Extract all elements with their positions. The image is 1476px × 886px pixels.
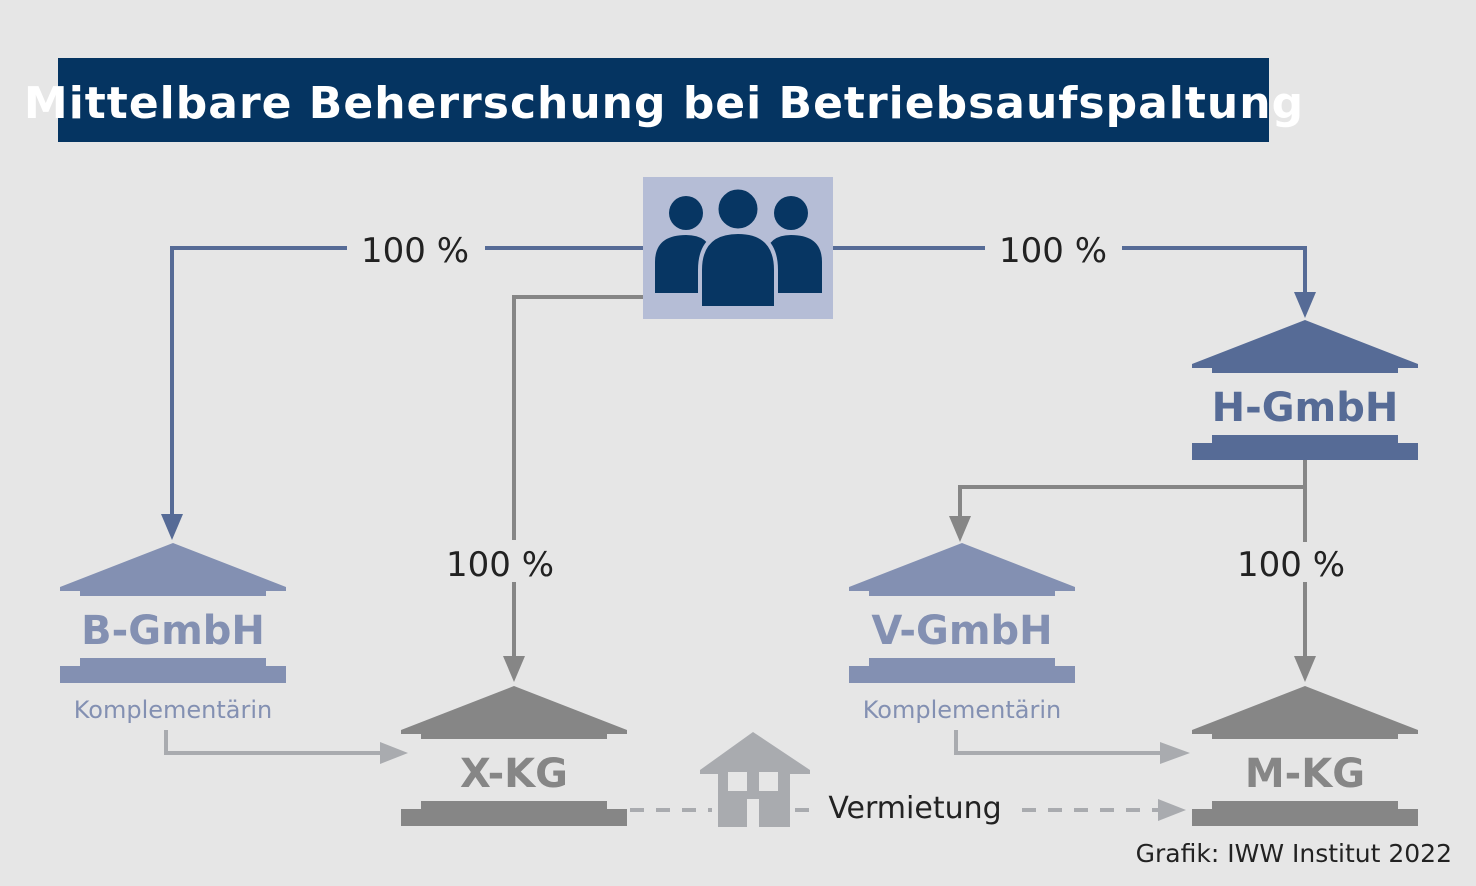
- percent-label-x-kg: 100 %: [446, 545, 554, 585]
- ownership-line-x-kg: [512, 295, 643, 662]
- company-name: M-KG: [1245, 751, 1365, 797]
- company-h-gmbh: H-GmbH: [1192, 320, 1418, 460]
- ownership-line-b-gmbh: [170, 246, 643, 522]
- percent-label-h-gmbh: 100 %: [999, 231, 1107, 271]
- company-role: Komplementärin: [863, 696, 1062, 724]
- arrow-head: [503, 656, 525, 682]
- people-group-icon: [643, 177, 833, 319]
- title-banner: Mittelbare Beherrschung bei Betriebsaufs…: [24, 58, 1304, 142]
- company-role: Komplementärin: [74, 696, 273, 724]
- arrow-head: [1160, 742, 1190, 764]
- arrow-head: [380, 742, 408, 764]
- percent-label-m-kg: 100 %: [1237, 545, 1345, 585]
- arrow-head: [1158, 799, 1186, 821]
- page-title: Mittelbare Beherrschung bei Betriebsaufs…: [24, 78, 1304, 129]
- company-name: B-GmbH: [81, 608, 265, 654]
- rental-label: Vermietung: [828, 791, 1001, 826]
- ownership-line-h-gmbh: [833, 246, 1307, 300]
- arrow-head: [949, 516, 971, 542]
- company-name: V-GmbH: [871, 608, 1052, 654]
- arrow-head: [1294, 292, 1316, 318]
- company-m-kg: M-KG: [1192, 686, 1418, 826]
- company-v-gmbh: V-GmbH Komplementärin: [849, 543, 1075, 724]
- complementary-lines: [164, 730, 1165, 755]
- company-b-gmbh: B-GmbH Komplementärin: [60, 543, 286, 724]
- arrow-head: [161, 514, 183, 540]
- ownership-line-v-m: [958, 460, 1307, 662]
- company-name: X-KG: [460, 751, 568, 797]
- house-icon: [700, 732, 810, 827]
- credit-text: Grafik: IWW Institut 2022: [1136, 839, 1452, 868]
- arrow-head: [1294, 656, 1316, 682]
- company-x-kg: X-KG: [401, 686, 627, 826]
- percent-label-b-gmbh: 100 %: [361, 231, 469, 271]
- company-name: H-GmbH: [1212, 385, 1399, 431]
